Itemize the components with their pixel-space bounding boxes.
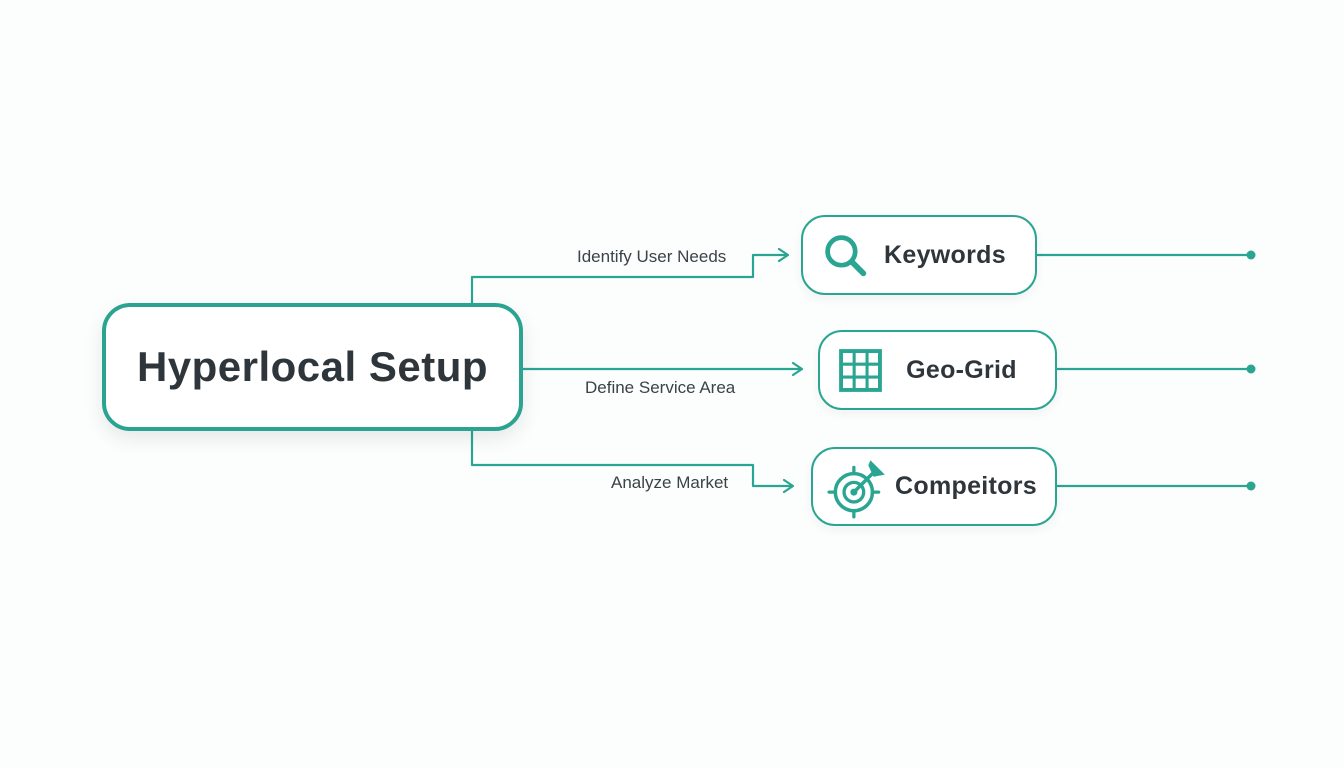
- edge-label-define-service-area: Define Service Area: [585, 378, 736, 397]
- stub-dot-competitors: [1246, 481, 1256, 491]
- node-competitors[interactable]: Compeitors: [811, 447, 1057, 526]
- edge-root-to-competitors: [470, 429, 794, 488]
- stub-dot-keywords: [1246, 250, 1256, 260]
- edge-label-identify-user-needs: Identify User Needs: [577, 247, 727, 266]
- target-icon: [825, 454, 891, 520]
- node-competitors-label: Compeitors: [895, 472, 1037, 500]
- edge-label-analyze-market: Analyze Market: [611, 473, 729, 492]
- root-node-label: Hyperlocal Setup: [136, 343, 489, 390]
- node-keywords-label: Keywords: [884, 240, 1006, 269]
- node-keywords[interactable]: Keywords: [801, 215, 1037, 295]
- edge-arrowhead-competitors: [782, 478, 795, 494]
- search-icon: [822, 232, 869, 279]
- edge-root-to-keywords: [470, 253, 789, 305]
- node-geo-grid[interactable]: Geo-Grid: [818, 330, 1057, 410]
- node-geo-grid-label: Geo-Grid: [906, 355, 1017, 384]
- edge-arrowhead-geogrid: [791, 361, 804, 377]
- grid-icon: [839, 348, 882, 392]
- root-node-hyperlocal-setup[interactable]: Hyperlocal Setup: [102, 303, 523, 431]
- edge-arrowhead-keywords: [777, 247, 790, 263]
- stub-dot-geogrid: [1246, 364, 1256, 374]
